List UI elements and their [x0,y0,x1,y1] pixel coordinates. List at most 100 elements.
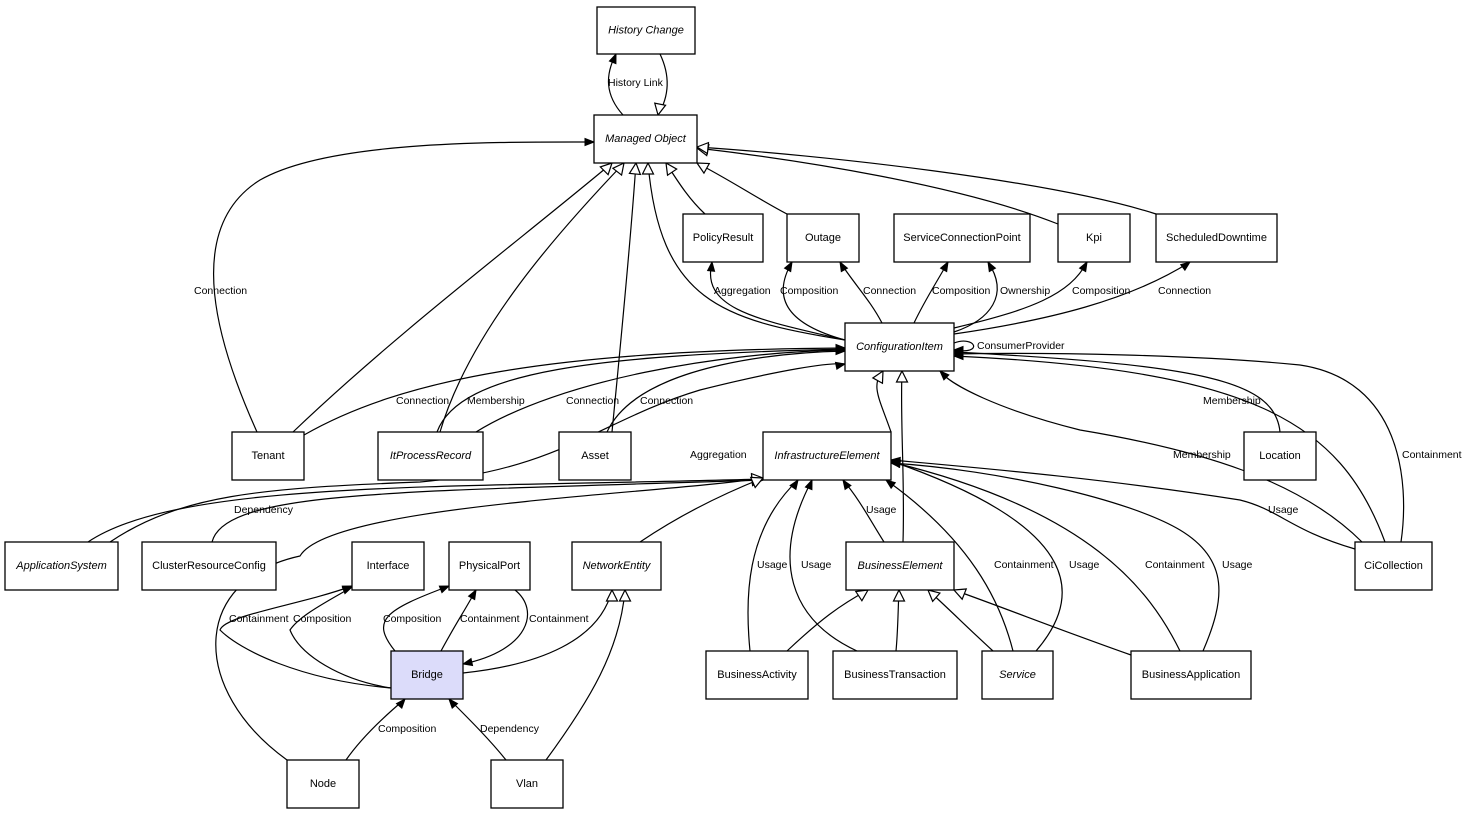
association-arrowhead-icon [467,588,477,601]
class-box[interactable] [351,541,425,591]
class-node-vlan[interactable]: Vlan [490,759,564,809]
edge-label: Usage [866,504,897,516]
association-arrowhead-icon [835,346,847,356]
class-node-business-activity[interactable]: BusinessActivity [705,650,809,700]
class-box[interactable] [490,759,564,809]
class-node-managed-object[interactable]: Managed Object [593,114,698,164]
class-box[interactable] [1155,213,1278,263]
inheritance-arrowhead-icon [854,589,870,602]
association-arrowhead-icon [839,260,849,273]
class-node-business-application[interactable]: BusinessApplication [1130,650,1252,700]
association-arrowhead-icon [341,586,354,595]
edge-line [345,698,406,761]
association-arrowhead-icon [608,52,617,65]
edge-line [890,460,1063,652]
class-box[interactable] [231,431,305,481]
generalization-edge [653,53,668,117]
class-box[interactable] [1354,541,1433,591]
edge-line [545,589,626,761]
class-box[interactable] [762,431,892,481]
class-node-cluster-resource-config[interactable]: ClusterResourceConfig [141,541,277,591]
class-box[interactable] [1243,431,1317,481]
class-node-infrastructure-element[interactable]: InfrastructureElement [762,431,892,481]
class-box[interactable] [1130,650,1252,700]
edge-line [211,479,764,543]
class-box[interactable] [844,322,955,372]
association-arrowhead-icon [834,361,847,371]
class-node-network-entity[interactable]: NetworkEntity [571,541,662,591]
association-edge [952,347,1281,433]
class-name: Managed Object [605,133,687,145]
class-node-business-element[interactable]: BusinessElement [845,541,955,591]
class-box[interactable] [832,650,958,700]
class-node-tenant[interactable]: Tenant [231,431,305,481]
class-box[interactable] [786,213,860,263]
class-box[interactable] [682,213,764,263]
association-edge [289,586,392,689]
class-box[interactable] [4,541,119,591]
edge-label: Containment [1145,559,1205,571]
class-node-outage[interactable]: Outage [786,213,860,263]
association-edge [952,349,1405,543]
class-node-service[interactable]: Service [981,650,1054,700]
class-box[interactable] [141,541,277,591]
class-node-ci-collection[interactable]: CiCollection [1354,541,1433,591]
class-name: BusinessActivity [717,669,797,681]
class-node-bridge[interactable]: Bridge [390,650,464,700]
class-box[interactable] [286,759,360,809]
edge-line [87,478,764,543]
class-box[interactable] [1057,213,1131,263]
class-name: ApplicationSystem [15,560,107,572]
class-node-scheduled-downtime[interactable]: ScheduledDowntime [1155,213,1278,263]
association-edge [461,589,529,667]
edge-line [953,261,1191,335]
class-node-service-connection-point[interactable]: ServiceConnectionPoint [893,213,1031,263]
class-box[interactable] [593,114,698,164]
edge-label: Membership [1173,449,1231,461]
edge-line [789,479,858,652]
generalization-edge [895,369,909,543]
class-name: NetworkEntity [583,560,652,572]
edge-label: ConsumerProvider [977,340,1065,352]
class-node-interface[interactable]: Interface [351,541,425,591]
generalization-edge [695,141,1157,215]
class-box[interactable] [448,541,531,591]
class-node-policy-result[interactable]: PolicyResult [682,213,764,263]
class-node-physical-port[interactable]: PhysicalPort [448,541,531,591]
association-arrowhead-icon [1078,260,1088,273]
class-node-node[interactable]: Node [286,759,360,809]
generalization-edge [952,588,1132,656]
class-node-kpi[interactable]: Kpi [1057,213,1131,263]
edge-label: Usage [1268,504,1299,516]
class-name: Bridge [411,669,443,681]
association-arrowhead-icon [952,351,964,361]
edge-label: Composition [932,285,991,297]
class-node-it-process-record[interactable]: ItProcessRecord [377,431,484,481]
edge-label: Composition [383,613,442,625]
generalization-edge [545,588,632,761]
association-arrowhead-icon [783,260,793,273]
class-node-asset[interactable]: Asset [558,431,632,481]
edge-line [289,586,392,689]
class-box[interactable] [596,6,696,55]
class-box[interactable] [705,650,809,700]
class-box[interactable] [390,650,464,700]
class-box[interactable] [377,431,484,481]
edge-line [953,355,1386,543]
class-name: Service [999,669,1036,681]
class-box[interactable] [845,541,955,591]
class-node-application-system[interactable]: ApplicationSystem [4,541,119,591]
class-box[interactable] [981,650,1054,700]
class-node-history-change[interactable]: History Change [596,6,696,55]
edge-line [890,462,1220,652]
edge-line [953,261,998,333]
class-node-location[interactable]: Location [1243,431,1317,481]
class-box[interactable] [558,431,632,481]
class-box[interactable] [571,541,662,591]
class-box[interactable] [893,213,1031,263]
class-name: Asset [581,450,609,462]
edge-line [439,162,625,433]
class-node-business-transaction[interactable]: BusinessTransaction [832,650,958,700]
class-node-configuration-item[interactable]: ConfigurationItem [844,322,955,372]
